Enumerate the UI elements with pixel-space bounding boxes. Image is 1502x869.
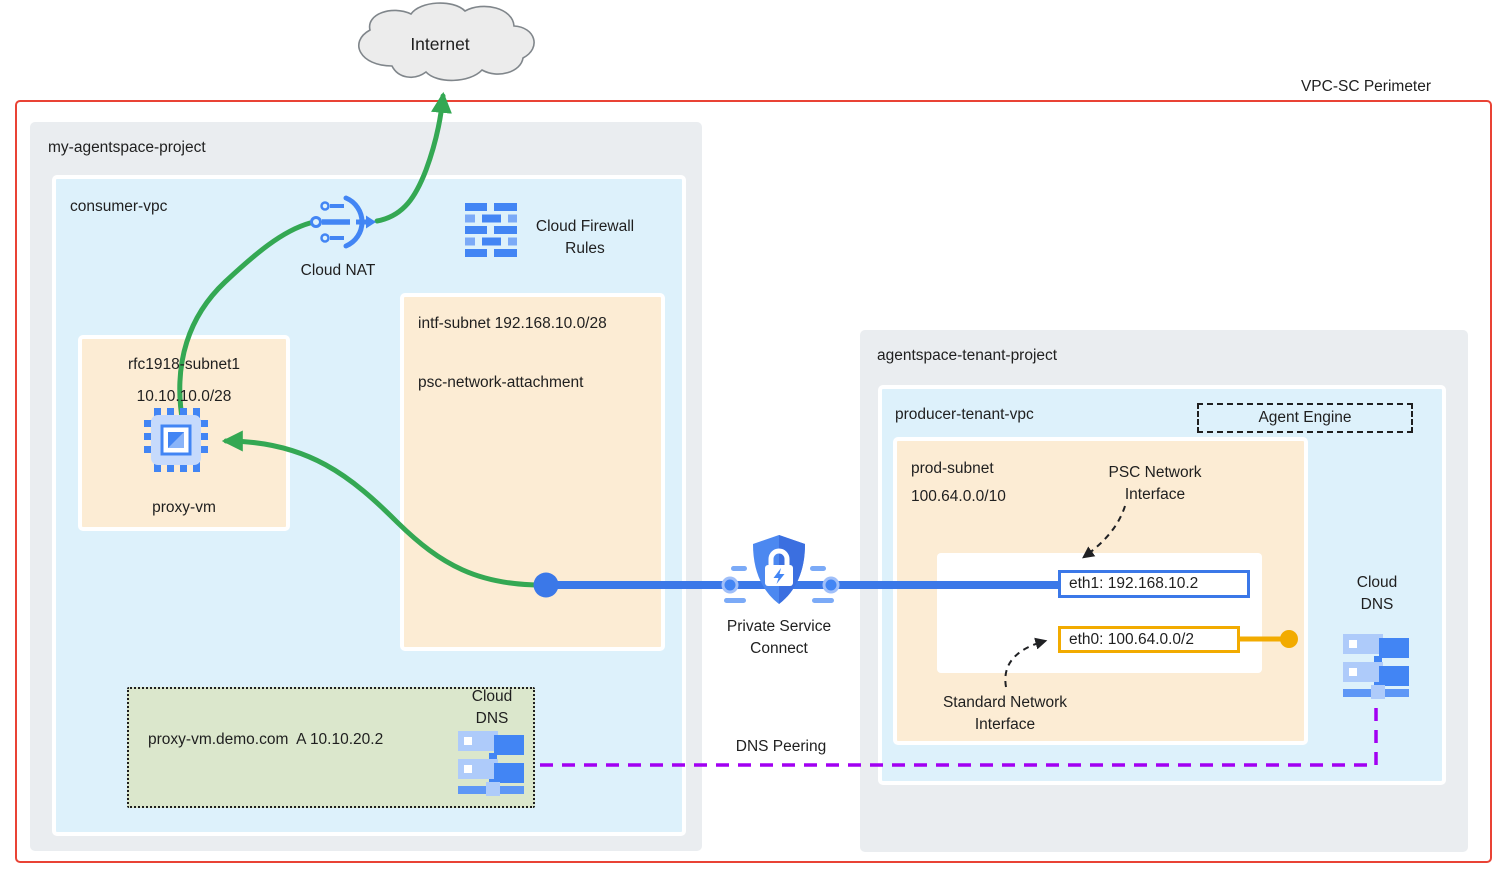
cloud-dns-right-label: Cloud DNS [1356, 574, 1398, 614]
cloud-nat-label: Cloud NAT [300, 262, 376, 279]
standard-network-interface-label: Standard Network Interface [942, 694, 1068, 734]
rfc1918-subnet-name-label: rfc1918-subnet1 [127, 356, 241, 373]
vpc-sc-perimeter-box [15, 100, 1492, 863]
prod-subnet-name-label: prod-subnet [911, 460, 994, 477]
psc-network-attachment-label: psc-network-attachment [418, 374, 584, 391]
intf-subnet-box [400, 293, 665, 651]
eth0-interface-box: eth0: 100.64.0.0/2 [1058, 626, 1240, 653]
psc-network-interface-label: PSC Network Interface [1108, 464, 1202, 504]
proxy-vm-label: proxy-vm [152, 499, 216, 516]
dns-record-label: proxy-vm.demo.com A 10.10.20.2 [148, 731, 384, 748]
rfc1918-subnet-cidr-label: 10.10.10.0/28 [136, 388, 232, 405]
consumer-vpc-label: consumer-vpc [70, 198, 168, 215]
agent-engine-tag: Agent Engine [1197, 403, 1413, 433]
eth0-value: eth0: 100.64.0.0/2 [1069, 630, 1194, 648]
prod-subnet-cidr-label: 100.64.0.0/10 [911, 488, 1006, 505]
cloud-dns-left-label: Cloud DNS [471, 688, 513, 728]
dns-peering-label: DNS Peering [735, 738, 827, 755]
cloud-firewall-label: Cloud Firewall Rules [535, 218, 635, 258]
vpc-sc-perimeter-label: VPC-SC Perimeter [1300, 78, 1432, 95]
my-agentspace-project-label: my-agentspace-project [48, 139, 206, 156]
agentspace-tenant-project-label: agentspace-tenant-project [877, 347, 1058, 364]
agent-engine-label: Agent Engine [1258, 409, 1352, 426]
internet-label: Internet [410, 34, 470, 54]
eth1-value: eth1: 192.168.10.2 [1069, 575, 1199, 592]
private-service-connect-label: Private Service Connect [726, 618, 832, 658]
producer-tenant-vpc-label: producer-tenant-vpc [895, 406, 1034, 423]
intf-subnet-label: intf-subnet 192.168.10.0/28 [418, 315, 607, 332]
eth1-interface-box: eth1: 192.168.10.2 [1058, 570, 1250, 598]
